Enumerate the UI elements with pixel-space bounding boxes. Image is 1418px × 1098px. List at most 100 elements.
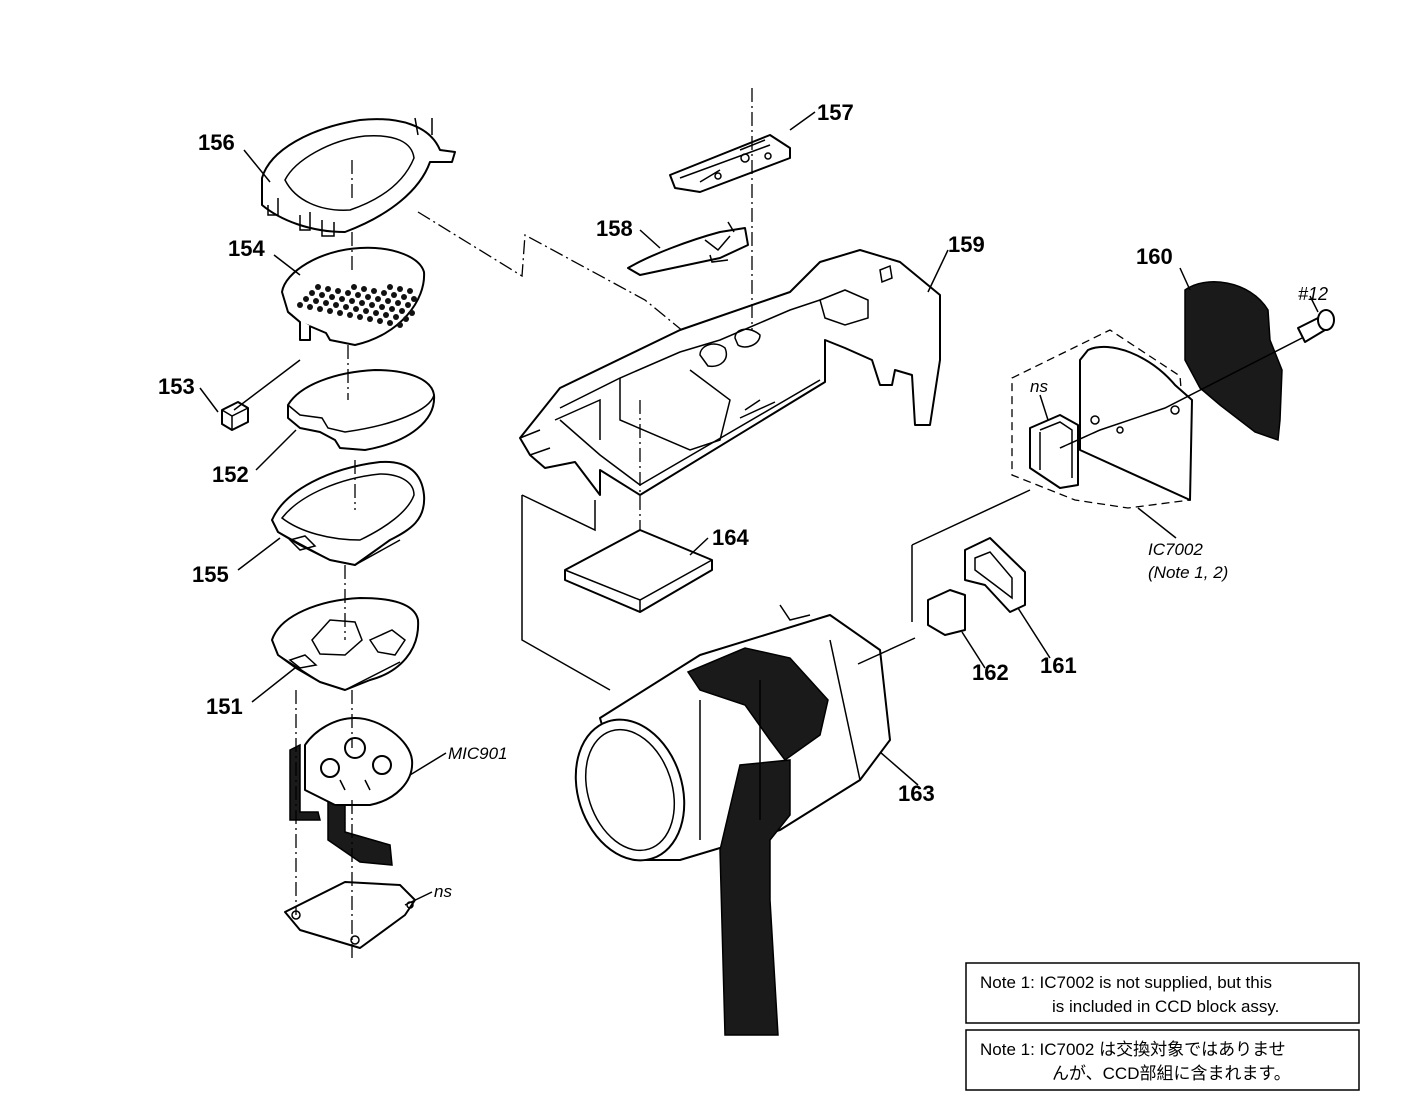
callout-screw-12: #12: [1298, 284, 1328, 304]
grille-hole: [381, 290, 387, 296]
part-screw-12: [1297, 309, 1335, 343]
grille-hole: [397, 286, 403, 292]
grille-hole: [407, 288, 413, 294]
part-164-sheet: [564, 529, 713, 613]
left-assembly-axis: [233, 160, 356, 960]
callout-158: 158: [596, 216, 633, 241]
grille-hole: [325, 286, 331, 292]
grille-hole: [327, 308, 333, 314]
grille-hole: [303, 296, 309, 302]
assembly-line-156: [417, 211, 701, 346]
part-153-block: [221, 401, 249, 431]
callout-156: 156: [198, 130, 235, 155]
grille-hole: [393, 314, 399, 320]
grille-hole: [403, 316, 409, 322]
callout-leaders: [199, 111, 1319, 906]
part-156-top-cover: [261, 117, 456, 237]
callout-162: 162: [972, 660, 1009, 685]
part-158-lever: [627, 221, 749, 276]
grille-hole: [383, 312, 389, 318]
ic7002-region-outline: [1011, 329, 1191, 509]
grille-hole: [391, 292, 397, 298]
grille-hole: [349, 298, 355, 304]
callout-152: 152: [212, 462, 249, 487]
part-155-case: [271, 460, 426, 566]
grille-hole: [335, 288, 341, 294]
assembly-line-frame-step: [521, 494, 596, 532]
part-163-lens-block: [574, 604, 891, 1036]
part-160-cover: [1184, 281, 1283, 442]
part-159-frame: [519, 249, 941, 496]
part-mic901-microphone: [289, 717, 414, 866]
grille-hole: [367, 316, 373, 322]
grille-hole: [355, 292, 361, 298]
grille-hole: [313, 298, 319, 304]
grille-hole: [319, 292, 325, 298]
callout-ns-bottom: ns: [434, 882, 452, 901]
grille-hole: [395, 300, 401, 306]
callout-157: 157: [817, 100, 854, 125]
grille-hole: [329, 294, 335, 300]
grille-hole: [333, 302, 339, 308]
callout-160: 160: [1136, 244, 1173, 269]
grille-hole: [387, 320, 393, 326]
grille-hole: [297, 302, 303, 308]
grille-hole: [343, 304, 349, 310]
grille-hole: [379, 304, 385, 310]
grille-hole: [385, 298, 391, 304]
note-box-english: Note 1: IC7002 is not supplied, but this…: [965, 962, 1360, 1024]
grille-hole: [365, 294, 371, 300]
note-box-japanese: Note 1: IC7002 は交換対象ではありませ んが、CCD部組に含まれま…: [965, 1029, 1360, 1091]
grille-hole: [389, 306, 395, 312]
assembly-line-ccd: [911, 489, 1031, 622]
part-157-bracket: [669, 134, 791, 193]
grille-hole: [357, 314, 363, 320]
callout-ns-top: ns: [1030, 377, 1048, 396]
part-154-grille: [281, 246, 426, 346]
grille-hole: [411, 296, 417, 302]
part-152-cushion: [287, 369, 436, 451]
grille-hole: [387, 284, 393, 290]
grille-hole: [337, 310, 343, 316]
callout-159: 159: [948, 232, 985, 257]
part-151-holder: [271, 597, 420, 691]
grille-hole: [361, 286, 367, 292]
grille-hole: [353, 306, 359, 312]
screw-axis-line: [1059, 337, 1303, 449]
grille-hole: [317, 306, 323, 312]
part-ic7002-plate: [1079, 345, 1193, 501]
grille-hole: [345, 290, 351, 296]
grille-hole: [307, 304, 313, 310]
grille-hole: [399, 308, 405, 314]
grille-dots: [297, 284, 417, 328]
part-161-seal-frame: [964, 537, 1026, 613]
note-en-line2: is included in CCD block assy.: [1052, 997, 1279, 1016]
callout-mic901: MIC901: [448, 744, 508, 763]
note-jp-line2: んが、CCD部組に含まれます。: [1052, 1064, 1291, 1083]
callout-161: 161: [1040, 653, 1077, 678]
callout-153: 153: [158, 374, 195, 399]
callout-151: 151: [206, 694, 243, 719]
grille-hole: [363, 308, 369, 314]
callout-164: 164: [712, 525, 749, 550]
grille-hole: [339, 296, 345, 302]
grille-hole: [375, 296, 381, 302]
note-en-line1: Note 1: IC7002 is not supplied, but this: [980, 973, 1272, 992]
grille-hole: [347, 312, 353, 318]
grille-hole: [397, 322, 403, 328]
screw-axis-dashed: [1059, 429, 1101, 449]
grille-hole: [323, 300, 329, 306]
grille-hole: [371, 288, 377, 294]
grille-hole: [405, 302, 411, 308]
callout-155: 155: [192, 562, 229, 587]
grille-hole: [359, 300, 365, 306]
grille-hole: [373, 310, 379, 316]
grille-hole: [369, 302, 375, 308]
callout-163: 163: [898, 781, 935, 806]
part-ccd-chip: [1029, 414, 1079, 489]
callout-ic7002-note: (Note 1, 2): [1148, 563, 1228, 582]
part-162-filter: [927, 589, 966, 636]
grille-hole: [309, 290, 315, 296]
optical-axis-line: [857, 637, 916, 665]
